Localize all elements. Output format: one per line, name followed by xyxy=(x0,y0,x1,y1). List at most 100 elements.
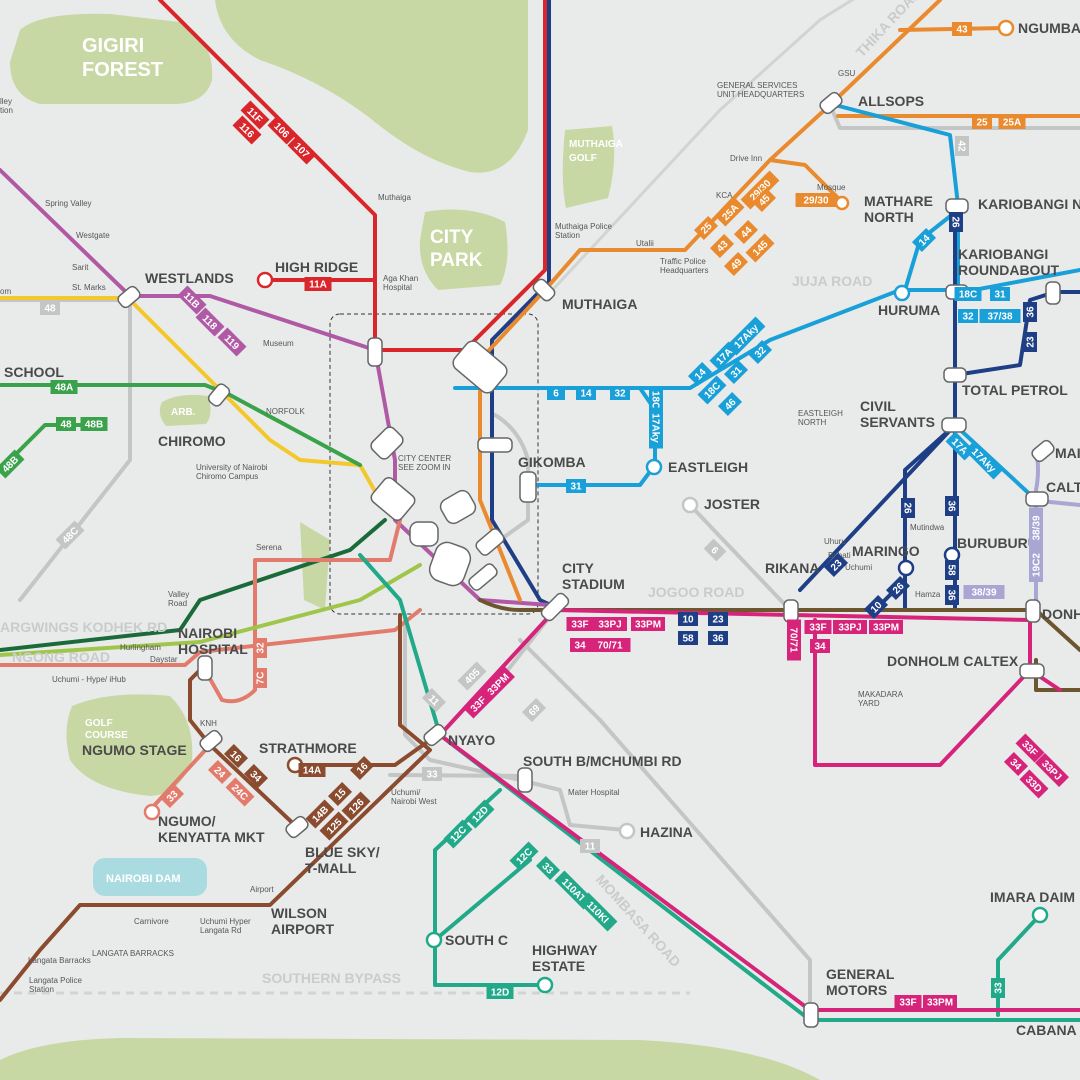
route-badge-bs7071[interactable]: 70/71 xyxy=(589,638,631,652)
stop-westlands[interactable] xyxy=(116,285,142,310)
stop-rikana[interactable] xyxy=(783,599,799,623)
route-badge-bv7071[interactable]: 70/71 xyxy=(787,619,801,661)
route-badge-by69[interactable]: 69 xyxy=(521,697,547,723)
route-badge-bk24[interactable]: 24 xyxy=(207,759,233,785)
route-badge-b48[interactable]: 48 xyxy=(40,301,60,315)
route-badge-bo25[interactable]: 25 xyxy=(693,215,719,241)
terminal-ngumba[interactable] xyxy=(997,19,1015,37)
route-badge-b3839v[interactable]: 38/39 xyxy=(1029,507,1043,549)
route-badge-bc32[interactable]: 32 xyxy=(610,386,630,400)
route-badge-b11a[interactable]: 11A xyxy=(304,277,332,291)
terminal-south-c[interactable] xyxy=(425,931,443,949)
route-badge-bs10[interactable]: 10 xyxy=(678,612,698,626)
terminal-imara-daim[interactable] xyxy=(1031,906,1049,924)
route-badge-bh7c[interactable]: 7C xyxy=(253,668,267,688)
route-badge-bs34[interactable]: 34 xyxy=(570,638,590,652)
route-badge-bo49[interactable]: 49 xyxy=(723,251,749,277)
route-badge-bl3738[interactable]: 37/38 xyxy=(979,309,1021,323)
stop-kariobangi-n[interactable] xyxy=(945,198,969,214)
route-badge-bs23[interactable]: 23 xyxy=(708,612,728,626)
route-badge-bgm33f[interactable]: 33F xyxy=(894,995,922,1009)
route-badge-br33pj[interactable]: 33PJ xyxy=(833,620,867,634)
route-badge-b19c2[interactable]: 19C2 xyxy=(1029,548,1043,582)
route-badge-bhw12d[interactable]: 12D xyxy=(486,985,514,999)
route-badge-bd14[interactable]: 14 xyxy=(687,361,713,387)
route-badge-bo43[interactable]: 43 xyxy=(709,233,735,259)
stop-cc-5[interactable] xyxy=(438,488,479,527)
route-badge-bc18c[interactable]: 18C xyxy=(649,386,663,414)
route-badge-bk34[interactable]: 34 xyxy=(243,763,269,789)
terminal-mathare[interactable] xyxy=(834,195,850,211)
route-badge-bl18c[interactable]: 18C xyxy=(954,287,982,301)
stop-muthaiga[interactable] xyxy=(531,277,556,302)
stop-kr-east[interactable] xyxy=(1045,281,1061,305)
route-badge-bc31[interactable]: 31 xyxy=(566,479,586,493)
stop-cc-7[interactable] xyxy=(474,527,506,557)
route-badge-bc6[interactable]: 6 xyxy=(547,386,565,400)
route-badge-bsc33[interactable]: 33 xyxy=(535,855,561,881)
route-badge-br33f[interactable]: 33F xyxy=(804,620,832,634)
stop-ngumo-stage[interactable] xyxy=(198,729,224,754)
terminal-highway-estate[interactable] xyxy=(536,976,554,994)
stop-cc-2[interactable] xyxy=(369,425,406,462)
route-badge-bt15[interactable]: 15 xyxy=(327,781,353,807)
route-badge-bo45[interactable]: 45 xyxy=(751,187,777,213)
stop-donholm-caltex[interactable] xyxy=(1019,663,1045,679)
route-badge-bl14[interactable]: 14 xyxy=(911,227,937,253)
route-badge-by11[interactable]: 11 xyxy=(421,687,447,713)
route-badge-bsb33[interactable]: 33 xyxy=(422,767,442,781)
route-badge-b3839[interactable]: 38/39 xyxy=(963,585,1005,599)
route-badge-b25a[interactable]: 25A xyxy=(998,115,1026,129)
route-badge-bt14a[interactable]: 14A xyxy=(298,763,326,777)
route-badge-bs33f[interactable]: 33F xyxy=(566,617,594,631)
route-badge-bm26[interactable]: 26 xyxy=(901,498,915,518)
route-badge-bm26b[interactable]: 26 xyxy=(885,575,911,601)
route-badge-b48a[interactable]: 48A xyxy=(50,380,78,394)
stop-allsops[interactable] xyxy=(818,91,844,116)
route-badge-bs33pj[interactable]: 33PJ xyxy=(593,617,627,631)
terminal-joster[interactable] xyxy=(681,496,699,514)
route-badge-bd31[interactable]: 31 xyxy=(723,359,749,385)
stop-cc-6[interactable] xyxy=(409,521,439,547)
terminal-ngumo-kenyatta[interactable] xyxy=(143,803,161,821)
stop-gikomba[interactable] xyxy=(519,471,537,503)
terminal-high-ridge[interactable] xyxy=(256,271,274,289)
route-badge-bl31[interactable]: 31 xyxy=(990,287,1010,301)
stop-cc-4[interactable] xyxy=(369,475,417,522)
route-badge-bl32[interactable]: 32 xyxy=(958,309,978,323)
route-badge-b48b[interactable]: 48B xyxy=(80,417,108,431)
route-badge-bn23[interactable]: 23 xyxy=(1023,332,1037,352)
stop-chiromo[interactable] xyxy=(207,382,232,408)
route-badge-bo44[interactable]: 44 xyxy=(733,219,759,245)
stop-total-petrol[interactable] xyxy=(943,367,967,383)
stop-cc-8[interactable] xyxy=(426,539,474,589)
route-badge-b2930b[interactable]: 29/30 xyxy=(795,193,837,207)
route-badge-bj6[interactable]: 6 xyxy=(703,538,727,562)
stop-cc-9[interactable] xyxy=(467,562,499,592)
stop-mai[interactable] xyxy=(1030,439,1056,464)
route-badge-bhz11[interactable]: 11 xyxy=(580,839,600,853)
route-badge-bn36[interactable]: 36 xyxy=(1023,302,1037,322)
route-badge-bc14[interactable]: 14 xyxy=(576,386,596,400)
route-badge-bn33[interactable]: 33 xyxy=(159,783,185,809)
stop-museum[interactable] xyxy=(367,337,383,367)
stop-south-b[interactable] xyxy=(517,767,533,793)
route-badge-bn26[interactable]: 26 xyxy=(949,212,963,232)
stop-cc-1[interactable] xyxy=(450,338,510,396)
route-badge-bd32[interactable]: 32 xyxy=(747,339,773,365)
route-badge-bgm33pm[interactable]: 33PM xyxy=(923,995,957,1009)
route-badge-bh32[interactable]: 32 xyxy=(253,638,267,658)
route-badge-bb36[interactable]: 36 xyxy=(945,496,959,516)
route-badge-bk16[interactable]: 16 xyxy=(223,743,249,769)
terminal-huruma[interactable] xyxy=(893,284,911,302)
route-badge-bm23[interactable]: 23 xyxy=(823,552,849,578)
route-badge-bb58[interactable]: 58 xyxy=(945,560,959,580)
route-badge-b42[interactable]: 42 xyxy=(955,136,969,156)
stop-city-stadium[interactable] xyxy=(539,591,570,622)
route-badge-bs33pm[interactable]: 33PM xyxy=(631,617,665,631)
route-badge-b43[interactable]: 43 xyxy=(952,22,972,36)
stop-nairobi-hospital[interactable] xyxy=(197,655,213,681)
route-badge-b25[interactable]: 25 xyxy=(972,115,992,129)
route-badge-bc17aky[interactable]: 17Aky xyxy=(649,407,663,449)
route-badge-bs36[interactable]: 36 xyxy=(708,631,728,645)
